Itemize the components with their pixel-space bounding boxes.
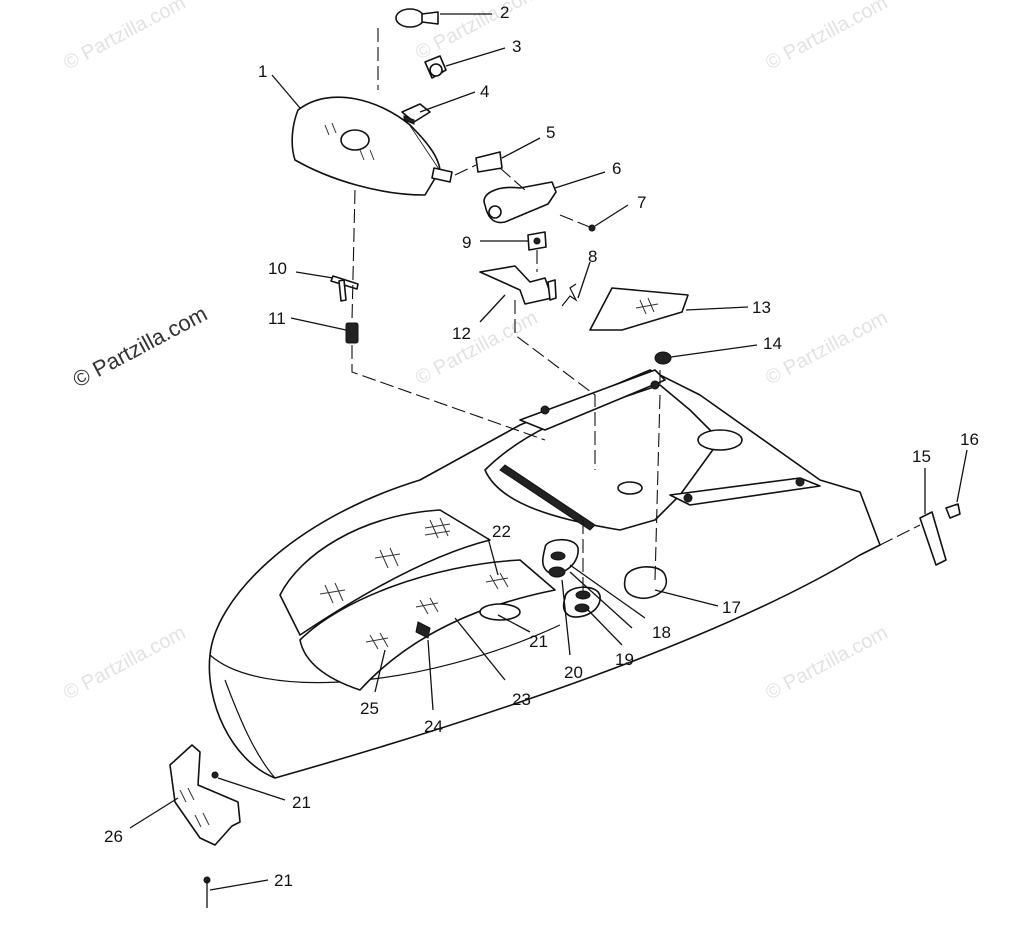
callout-4: 4: [480, 82, 489, 101]
callout-labels: 1 2 3 4 5 6 7 8 9 10 11 12 13 14 15 16 1…: [104, 3, 979, 890]
callout-13: 13: [752, 298, 771, 317]
callout-17: 17: [722, 598, 741, 617]
assembly-lines: [351, 28, 921, 595]
watermark: © Partzilla.com: [412, 307, 541, 390]
callout-8: 8: [588, 247, 597, 266]
callout-23: 23: [512, 690, 531, 709]
hood-hole: [697, 429, 743, 451]
callout-21-hood: 21: [529, 632, 548, 651]
callout-26: 26: [104, 827, 123, 846]
key-icon: [395, 8, 425, 28]
callout-7: 7: [637, 193, 646, 212]
callout-21-bracket: 21: [292, 793, 311, 812]
callout-14: 14: [763, 334, 782, 353]
watermark-main: © Partzilla.com: [69, 301, 212, 393]
watermark: © Partzilla.com: [412, 0, 541, 64]
callout-11: 11: [268, 309, 286, 328]
watermark: © Partzilla.com: [60, 0, 189, 74]
callout-6: 6: [612, 159, 621, 178]
callout-21-screw: 21: [274, 871, 293, 890]
callout-1: 1: [258, 62, 267, 81]
hood-hole: [617, 481, 643, 495]
callout-19: 19: [615, 650, 634, 669]
callout-22: 22: [492, 522, 511, 541]
callout-3: 3: [512, 37, 521, 56]
callout-10: 10: [268, 259, 287, 278]
callout-16: 16: [960, 430, 979, 449]
callout-5: 5: [546, 123, 555, 142]
leader-lines: [129, 13, 968, 891]
callout-15: 15: [912, 447, 931, 466]
watermark: © Partzilla.com: [60, 622, 189, 705]
headlight-assembly: [169, 8, 961, 908]
callout-2: 2: [500, 3, 509, 22]
callout-25: 25: [360, 699, 379, 718]
watermark: © Partzilla.com: [762, 0, 891, 74]
watermark: © Partzilla.com: [762, 622, 891, 705]
callout-24: 24: [424, 717, 443, 736]
hood-body: [208, 369, 881, 779]
callout-9: 9: [462, 233, 471, 252]
callout-18: 18: [652, 623, 671, 642]
callout-20: 20: [564, 663, 583, 682]
callout-12: 12: [452, 324, 471, 343]
